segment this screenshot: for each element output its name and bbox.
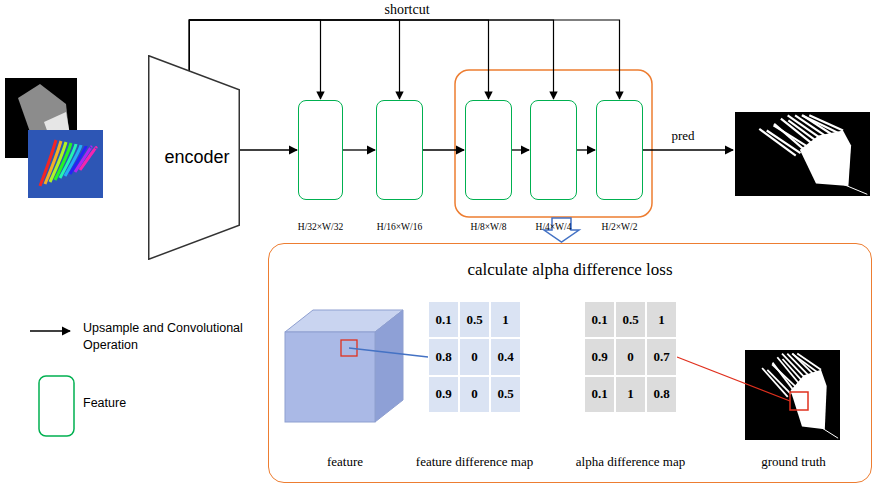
table-cell: 0 [459, 338, 490, 375]
difference-table: feature difference map0.10.510.800.40.90… [428, 301, 521, 413]
feature-box: H/32×W/32 [298, 100, 343, 200]
block-title: encoder [158, 147, 229, 168]
caption-label: feature [327, 454, 363, 470]
table-cell: 0.7 [646, 338, 677, 375]
legend-text: Feature [83, 395, 243, 412]
legend-text: Upsample and Convolutional Operation [83, 320, 243, 354]
upsample-arrow [423, 149, 464, 150]
upsample-arrow [512, 149, 529, 150]
edge-label: pred [671, 128, 694, 144]
table-cell: 1 [615, 376, 646, 413]
upsample-arrow [577, 149, 595, 150]
shortcut-connector [189, 20, 553, 99]
input-color-image [28, 130, 103, 198]
upsample-arrow [343, 149, 375, 150]
caption-label: feature difference map [416, 454, 533, 470]
loss-panel: calculate alpha difference loss feature fe… [268, 243, 872, 483]
correspondence-line [677, 357, 790, 401]
shortcut-connector [189, 20, 619, 99]
table-cell: 0.9 [584, 338, 615, 375]
pred-arrow [643, 149, 733, 150]
ground-truth-image [745, 350, 840, 440]
table-cell: 1 [490, 301, 521, 338]
table-cell: 0.5 [615, 301, 646, 338]
legend-arrow-sample [30, 318, 72, 382]
table-cell: 0.1 [584, 376, 615, 413]
correspondence-line [349, 348, 428, 357]
shortcut-connector [189, 20, 488, 99]
table-cell: 0 [615, 338, 646, 375]
ground-truth-patch [790, 392, 808, 410]
feature-cube-node: feature [286, 311, 404, 423]
table-cell: 0.8 [428, 338, 459, 375]
upsample-arrow [240, 149, 297, 150]
table-cell: 0.8 [646, 376, 677, 413]
caption-label: alpha difference map [576, 454, 685, 470]
caption-label: H/8×W/8 [471, 222, 507, 232]
table-cell: 0.1 [428, 301, 459, 338]
table-cell: 1 [646, 301, 677, 338]
table-cell: 0.4 [490, 338, 521, 375]
prediction-image [735, 112, 870, 196]
feature-box: H/2×W/2 [596, 100, 643, 200]
table-cell: 0.9 [428, 376, 459, 413]
legend-box-sample [38, 375, 80, 439]
difference-table: alpha difference map0.10.510.900.70.110.… [584, 301, 677, 413]
ground-truth-node: ground truth [746, 351, 841, 441]
feature-box: H/4×W/4 [530, 100, 577, 200]
caption-label: H/2×W/2 [602, 222, 638, 232]
shortcut-label: shortcut [384, 2, 429, 18]
panel-title: calculate alpha difference loss [269, 260, 871, 280]
feature-box: H/16×W/16 [376, 100, 423, 200]
table-cell: 0.5 [459, 301, 490, 338]
caption-label: H/16×W/16 [377, 222, 422, 232]
feature-cube [285, 310, 403, 422]
caption-label: H/4×W/4 [536, 222, 572, 232]
caption-label: H/32×W/32 [298, 222, 343, 232]
table-cell: 0.1 [584, 301, 615, 338]
caption-label: ground truth [761, 454, 826, 470]
table-cell: 0 [459, 376, 490, 413]
feature-box: H/8×W/8 [465, 100, 512, 200]
table-cell: 0.5 [490, 376, 521, 413]
encoder-block: encoder [148, 55, 240, 260]
